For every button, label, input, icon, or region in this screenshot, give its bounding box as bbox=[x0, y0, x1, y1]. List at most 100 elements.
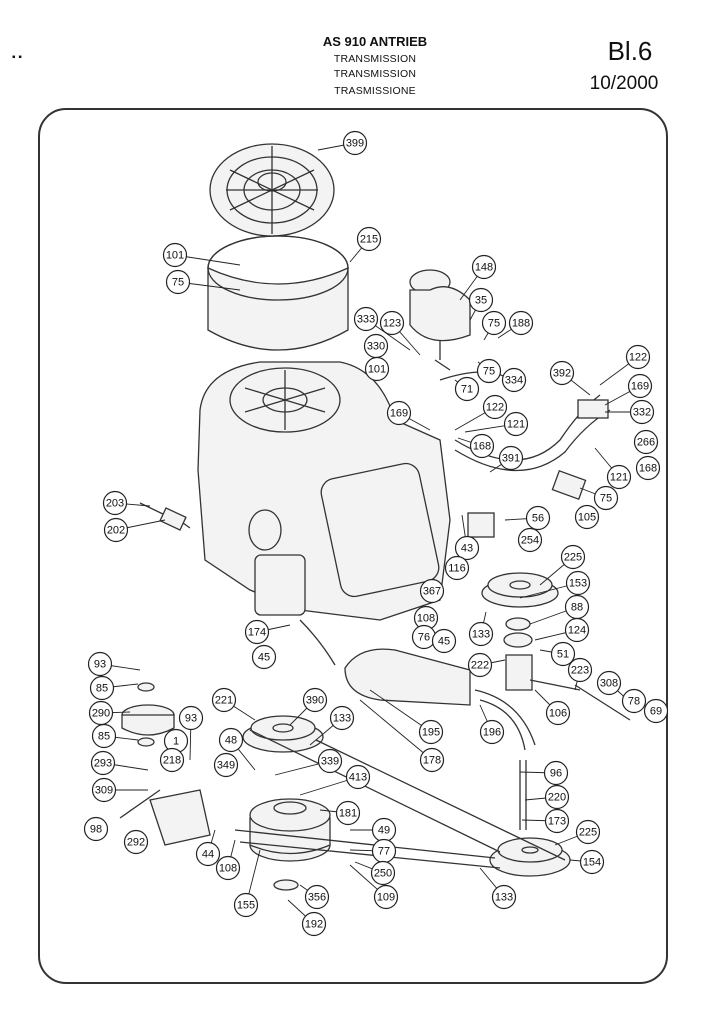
callout-label: 75 bbox=[600, 493, 612, 505]
callout-circle bbox=[454, 376, 480, 402]
subtitle-it: TRASMISSIONE bbox=[334, 85, 416, 97]
callout-circle bbox=[89, 675, 115, 701]
part-callout-168: 168 bbox=[469, 433, 495, 459]
callout-label: 218 bbox=[163, 755, 181, 767]
callout-circle bbox=[364, 356, 390, 382]
callout-label: 49 bbox=[378, 825, 390, 837]
corner-mark: ▪ ▪ bbox=[12, 52, 22, 63]
part-callout-222: 222 bbox=[467, 652, 493, 678]
callout-circle bbox=[629, 399, 655, 425]
callout-label: 203 bbox=[106, 498, 124, 510]
callout-circle bbox=[83, 816, 109, 842]
callout-circle bbox=[123, 829, 149, 855]
callout-circle bbox=[544, 784, 570, 810]
part-callout-292: 292 bbox=[123, 829, 149, 855]
part-callout-122: 122 bbox=[625, 344, 651, 370]
part-callout-93: 93 bbox=[87, 651, 113, 677]
callout-circle bbox=[102, 490, 128, 516]
callout-label: 173 bbox=[548, 816, 566, 828]
callout-label: 202 bbox=[107, 525, 125, 537]
callout-label: 133 bbox=[495, 892, 513, 904]
part-callout-49: 49 bbox=[371, 817, 397, 843]
callout-label: 133 bbox=[472, 629, 490, 641]
subtitle-en: TRANSMISSION bbox=[333, 53, 417, 65]
part-callout-133: 133 bbox=[329, 705, 355, 731]
part-callout-225: 225 bbox=[560, 544, 586, 570]
part-callout-266: 266 bbox=[633, 429, 659, 455]
part-callout-250: 250 bbox=[370, 860, 396, 886]
fluid-tank bbox=[409, 269, 471, 371]
callout-label: 169 bbox=[390, 408, 408, 420]
callout-label: 155 bbox=[237, 900, 255, 912]
callout-circle bbox=[444, 555, 470, 581]
part-callout-45: 45 bbox=[251, 644, 277, 670]
callout-circle bbox=[550, 641, 576, 667]
callout-label: 69 bbox=[650, 706, 662, 718]
callout-label: 168 bbox=[639, 463, 657, 475]
part-callout-154: 154 bbox=[579, 849, 605, 875]
callout-label: 96 bbox=[550, 768, 562, 780]
callout-circle bbox=[165, 269, 191, 295]
callout-circle bbox=[545, 700, 571, 726]
callout-label: 174 bbox=[248, 627, 266, 639]
callout-label: 330 bbox=[367, 341, 385, 353]
callout-circle bbox=[195, 841, 221, 867]
part-callout-188: 188 bbox=[508, 310, 534, 336]
callout-label: 215 bbox=[360, 234, 378, 246]
callout-label: 168 bbox=[473, 441, 491, 453]
callout-label: 222 bbox=[471, 660, 489, 672]
callout-circle bbox=[508, 310, 534, 336]
callout-label: 43 bbox=[461, 543, 473, 555]
callout-circle bbox=[345, 764, 371, 790]
part-callout-195: 195 bbox=[418, 719, 444, 745]
valve-block bbox=[577, 399, 609, 419]
callout-label: 93 bbox=[185, 713, 197, 725]
part-callout-332: 332 bbox=[629, 399, 655, 425]
part-callout-169: 169 bbox=[386, 400, 412, 426]
callout-circle bbox=[329, 705, 355, 731]
callout-circle bbox=[353, 306, 379, 332]
callout-circle bbox=[625, 344, 651, 370]
callout-label: 266 bbox=[637, 437, 655, 449]
part-callout-96: 96 bbox=[543, 760, 569, 786]
callout-label: 254 bbox=[521, 535, 539, 547]
part-callout-308: 308 bbox=[596, 670, 622, 696]
callout-circle bbox=[503, 411, 529, 437]
callout-circle bbox=[544, 808, 570, 834]
part-callout-109: 109 bbox=[373, 884, 399, 910]
part-callout-75: 75 bbox=[481, 310, 507, 336]
part-callout-290: 290 bbox=[88, 700, 114, 726]
callout-label: 88 bbox=[571, 602, 583, 614]
callout-label: 106 bbox=[549, 708, 567, 720]
callout-circle bbox=[574, 504, 600, 530]
part-callout-413: 413 bbox=[345, 764, 371, 790]
callout-circle bbox=[419, 747, 445, 773]
callout-label: 390 bbox=[306, 695, 324, 707]
part-callout-225: 225 bbox=[575, 819, 601, 845]
callout-label: 290 bbox=[92, 708, 110, 720]
callout-circle bbox=[560, 544, 586, 570]
callout-label: 93 bbox=[94, 659, 106, 671]
electric-clutch bbox=[249, 798, 331, 862]
callout-label: 413 bbox=[349, 772, 367, 784]
part-callout-123: 123 bbox=[379, 310, 405, 336]
callout-circle bbox=[218, 727, 244, 753]
callout-label: 133 bbox=[333, 713, 351, 725]
subtitle-fr: TRANSMISSION bbox=[333, 68, 417, 80]
callout-label: 75 bbox=[172, 277, 184, 289]
part-callout-75: 75 bbox=[593, 485, 619, 511]
callout-label: 75 bbox=[488, 318, 500, 330]
callout-circle bbox=[593, 485, 619, 511]
callout-label: 192 bbox=[305, 919, 323, 931]
callout-label: 196 bbox=[483, 727, 501, 739]
callout-circle bbox=[215, 855, 241, 881]
part-callout-356: 356 bbox=[304, 884, 330, 910]
part-callout-196: 196 bbox=[479, 719, 505, 745]
part-callout-98: 98 bbox=[83, 816, 109, 842]
engine-pulley bbox=[242, 715, 324, 753]
callout-circle bbox=[213, 752, 239, 778]
part-callout-93: 93 bbox=[178, 705, 204, 731]
part-callout-155: 155 bbox=[233, 892, 259, 918]
part-callout-48: 48 bbox=[218, 727, 244, 753]
callout-label: 339 bbox=[321, 756, 339, 768]
